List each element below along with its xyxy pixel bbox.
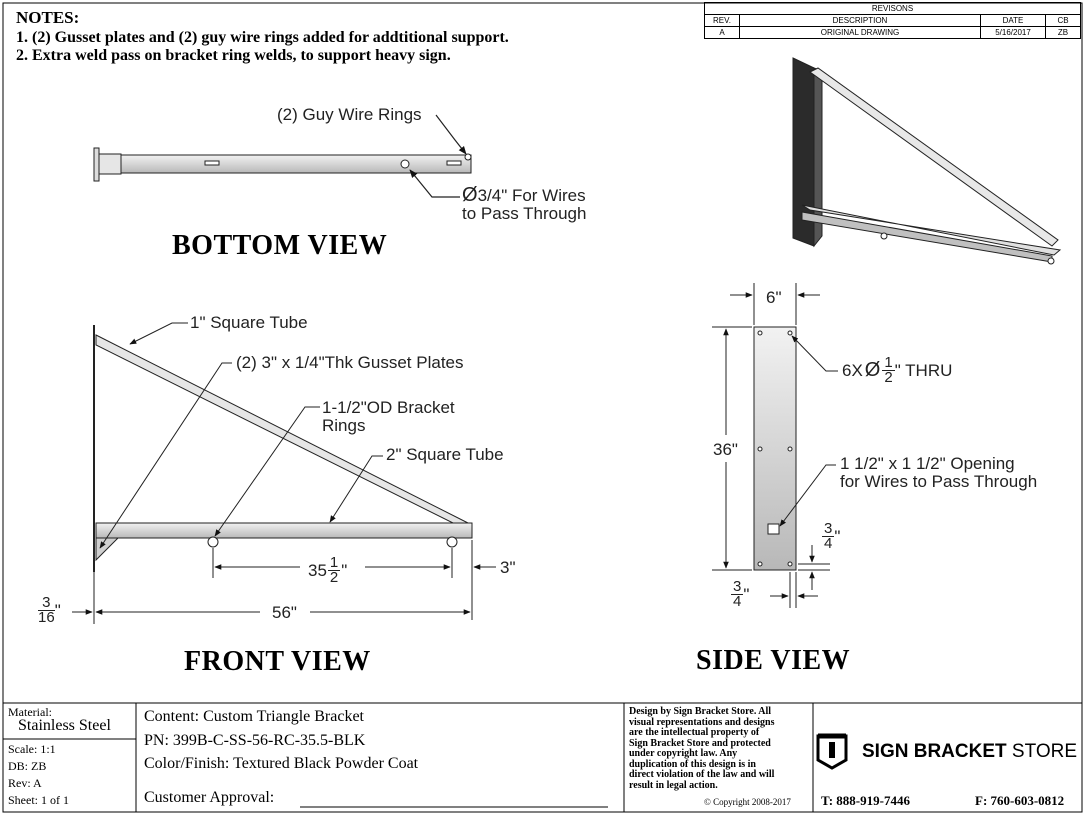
part-number-info: PN: 399B-C-SS-56-RC-35.5-BLK — [144, 732, 366, 749]
plate-thickness-den: 16 — [38, 609, 55, 626]
legal-notice: Design by Sign Bracket Store. All visual… — [629, 706, 813, 791]
legal-line: are the intellectual property of — [629, 727, 760, 738]
drawn-by-info: DB: ZB — [8, 759, 47, 773]
hole-edge-horizontal-num: 3 — [731, 578, 744, 595]
hole-edge-horizontal-den: 4 — [733, 593, 742, 610]
isometric-bracket — [792, 57, 1062, 265]
bracket-rings-label-line2: Rings — [322, 416, 366, 435]
wire-hole-label-line2: to Pass Through — [462, 204, 587, 223]
copyright-notice: © Copyright 2008-2017 — [704, 797, 791, 807]
hole-edge-vertical-unit: " — [834, 526, 841, 546]
side-view-drawing — [712, 283, 838, 608]
hole-edge-vertical-fraction: 3 4 — [822, 520, 835, 552]
ring-spacing-fraction: 1 2 — [327, 554, 341, 586]
ring-spacing-dimension: 35 1 2 " — [308, 554, 348, 586]
content-info: Content: Custom Triangle Bracket — [144, 708, 364, 725]
color-finish-info: Color/Finish: Textured Black Powder Coat — [144, 755, 419, 772]
rev-cell-description: ORIGINAL DRAWING — [739, 26, 981, 39]
brand-name: SIGN BRACKET STORE — [862, 741, 1077, 763]
end-offset-dimension: 3" — [500, 558, 516, 577]
plate-height-dimension: 36" — [713, 440, 738, 459]
front-view-title: FRONT VIEW — [184, 646, 371, 677]
hole-edge-vertical-num: 3 — [822, 520, 835, 537]
bottom-view-title: BOTTOM VIEW — [172, 230, 388, 261]
notes-title: NOTES: — [16, 8, 80, 27]
hole-edge-horizontal-unit: " — [743, 584, 750, 604]
scale-info: Scale: 1:1 — [8, 742, 56, 756]
phone-number: T: 888-919-7446 — [821, 793, 910, 808]
note-1: 1. (2) Gusset plates and (2) guy wire ri… — [16, 29, 509, 46]
ring-spacing-whole: 35 — [308, 560, 327, 580]
sheet-info: Sheet: 1 of 1 — [8, 793, 69, 807]
mounting-hole-num: 1 — [882, 354, 895, 371]
legal-line: direct violation of the law and will — [629, 769, 775, 780]
fax-number: F: 760-603-0812 — [975, 793, 1065, 808]
wire-opening-line1: 1 1/2" x 1 1/2" Opening — [840, 454, 1015, 473]
legal-line: Sign Bracket Store and protected — [629, 737, 771, 749]
brand-name-bold: SIGN BRACKET — [862, 741, 1007, 762]
mounting-hole-fraction: 1 2 — [882, 354, 895, 386]
material-value: Stainless Steel — [18, 717, 111, 734]
plate-thickness-dimension: 3 16 " — [38, 595, 61, 626]
hole-edge-vertical-den: 4 — [824, 535, 833, 552]
mounting-hole-suffix: " THRU — [894, 360, 953, 380]
material-label: Material: — [8, 705, 52, 719]
wire-opening-line2: for Wires to Pass Through — [840, 472, 1038, 491]
front-view-drawing — [72, 322, 496, 624]
bracket-rings-label-line1: 1-1/2"OD Bracket — [322, 398, 455, 417]
two-inch-tube-label: 2" Square Tube — [386, 445, 504, 464]
wire-opening-label: 1 1/2" x 1 1/2" Opening for Wires to Pas… — [840, 455, 1037, 491]
ring-spacing-unit: " — [341, 560, 348, 580]
mounting-hole-prefix: 6X — [842, 360, 863, 380]
plate-thickness-fraction: 3 16 — [38, 595, 55, 626]
gusset-plates-label: (2) 3" x 1/4"Thk Gusset Plates — [236, 353, 464, 372]
diameter-symbol-icon: Ø — [462, 184, 478, 206]
rev-cell-cb: ZB — [1045, 26, 1081, 39]
legal-line: Design by Sign Bracket Store. All — [629, 706, 772, 717]
overall-length-dimension: 56" — [272, 603, 297, 622]
revision-info: Rev: A — [8, 776, 42, 790]
customer-approval-label: Customer Approval: — [144, 789, 275, 806]
hole-edge-vertical-dimension: 3 4 " — [822, 520, 841, 552]
legal-line: visual representations and designs — [629, 716, 775, 728]
side-view-title: SIDE VIEW — [696, 645, 851, 676]
wire-hole-label-line1: 3/4" For Wires — [477, 186, 586, 205]
wire-hole-label: Ø3/4" For Wires to Pass Through — [462, 184, 587, 223]
plate-thickness-unit: " — [54, 600, 61, 620]
brand-name-light: STORE — [1011, 741, 1078, 762]
rev-cell-rev: A — [704, 26, 740, 39]
hole-edge-horizontal-dimension: 3 4 " — [731, 578, 750, 610]
mounting-hole-label: 6X Ø 1 2 " THRU — [842, 354, 953, 386]
note-2: 2. Extra weld pass on bracket ring welds… — [16, 47, 451, 64]
legal-line: result in legal action. — [629, 779, 718, 791]
guy-wire-rings-label: (2) Guy Wire Rings — [277, 105, 422, 124]
revision-row: A ORIGINAL DRAWING 5/16/2017 ZB — [704, 26, 1081, 39]
legal-line: under copyright law. Any — [629, 748, 738, 759]
legal-line: duplication of this design is in — [629, 758, 756, 770]
plate-width-dimension: 6" — [766, 288, 782, 307]
ring-spacing-den: 2 — [329, 569, 339, 586]
ring-spacing-num: 1 — [327, 554, 341, 571]
plate-thickness-num: 3 — [38, 595, 55, 611]
bracket-rings-label: 1-1/2"OD Bracket Rings — [322, 399, 455, 435]
bottom-view-drawing — [93, 114, 472, 198]
hole-edge-horizontal-fraction: 3 4 — [731, 578, 744, 610]
brand-logo-icon — [816, 733, 848, 770]
hole-diameter-symbol-icon: Ø — [864, 359, 881, 381]
one-inch-tube-label: 1" Square Tube — [190, 313, 308, 332]
mounting-hole-den: 2 — [884, 369, 893, 386]
